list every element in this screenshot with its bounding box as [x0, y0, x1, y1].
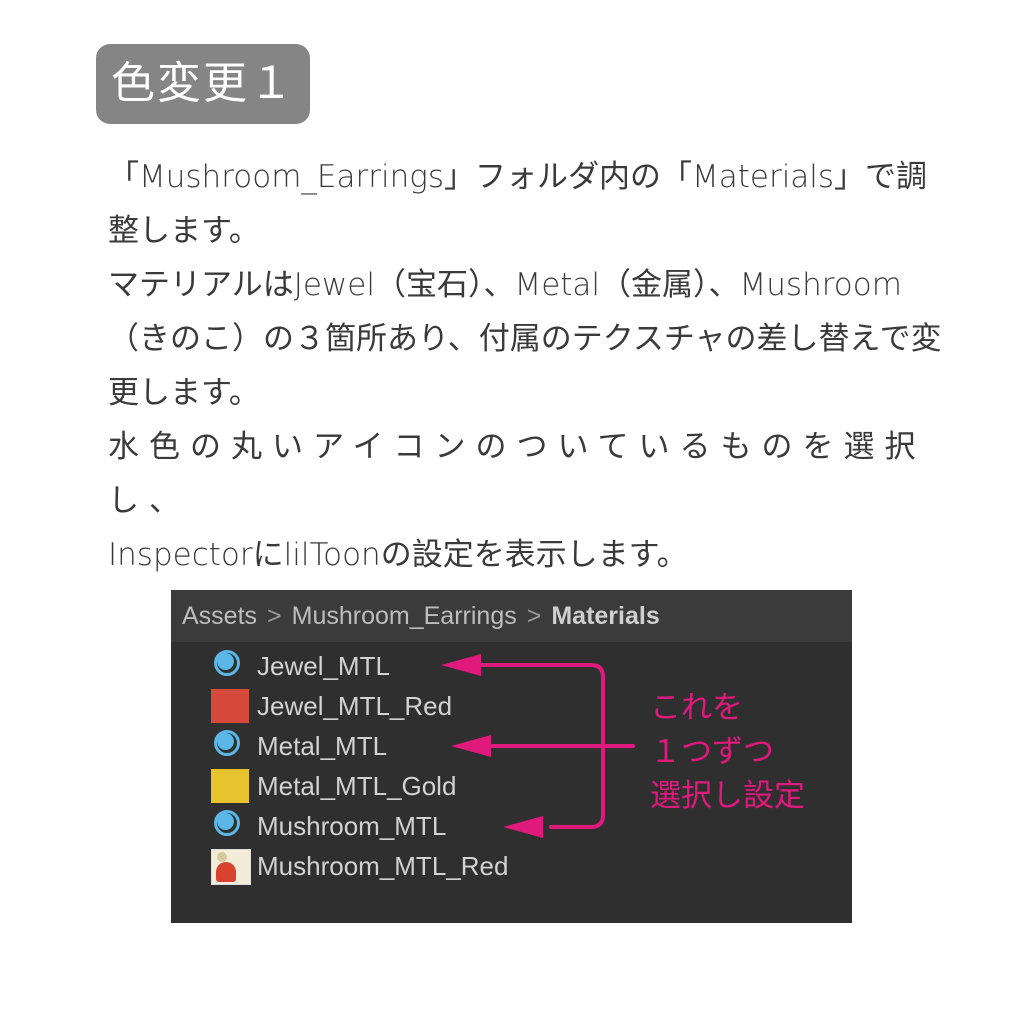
breadcrumb-mushroom-earrings[interactable]: Mushroom_Earrings	[291, 601, 517, 630]
asset-name: Jewel_MTL	[257, 650, 390, 681]
breadcrumb: Assets > Mushroom_Earrings > Materials	[171, 590, 852, 642]
asset-item-mushroom-mtl-red[interactable]: Mushroom_MTL_Red	[211, 846, 508, 886]
section-heading-badge: 色変更１	[96, 44, 310, 124]
asset-item-jewel-mtl[interactable]: Jewel_MTL	[211, 646, 508, 686]
annotation-line-2: １つずつ	[650, 734, 774, 770]
annotation-text: これを １つずつ 選択し設定	[650, 686, 805, 818]
asset-name: Mushroom_MTL	[257, 810, 447, 841]
chevron-right-icon: >	[526, 601, 542, 630]
paragraph-1: 「Mushroom_Earrings」フォルダ内の「Materials」で調整し…	[108, 159, 928, 249]
material-icon	[211, 649, 249, 683]
asset-item-jewel-mtl-red[interactable]: Jewel_MTL_Red	[211, 686, 508, 726]
breadcrumb-materials[interactable]: Materials	[551, 601, 660, 630]
color-swatch-icon	[211, 769, 249, 803]
instruction-text: 「Mushroom_Earrings」フォルダ内の「Materials」で調整し…	[108, 150, 958, 582]
material-icon	[211, 729, 249, 763]
annotation-line-3: 選択し設定	[650, 778, 805, 814]
asset-item-metal-mtl-gold[interactable]: Metal_MTL_Gold	[211, 766, 508, 806]
paragraph-3: 水色の丸いアイコンのついているものを選択し、	[108, 429, 926, 519]
asset-item-mushroom-mtl[interactable]: Mushroom_MTL	[211, 806, 508, 846]
annotation-line-1: これを	[650, 690, 743, 726]
color-swatch-icon	[211, 689, 249, 723]
material-icon	[211, 809, 249, 843]
asset-item-metal-mtl[interactable]: Metal_MTL	[211, 726, 508, 766]
paragraph-2: マテリアルはJewel（宝石）、Metal（金属）、Mushroom（きのこ）の…	[108, 267, 942, 411]
asset-name: Mushroom_MTL_Red	[257, 850, 509, 881]
unity-project-panel-screenshot: Assets > Mushroom_Earrings > Materials J…	[171, 590, 852, 923]
asset-name: Metal_MTL	[257, 730, 388, 761]
chevron-right-icon: >	[267, 601, 282, 630]
paragraph-4: InspectorにlilToonの設定を表示します。	[108, 537, 688, 573]
asset-name: Jewel_MTL_Red	[257, 690, 453, 721]
breadcrumb-assets[interactable]: Assets	[182, 601, 258, 630]
texture-thumbnail-icon	[211, 849, 251, 885]
asset-list: Jewel_MTL Jewel_MTL_Red Metal_MTL Metal_…	[211, 646, 508, 886]
annotation-arrows	[441, 654, 635, 838]
asset-name: Metal_MTL_Gold	[257, 770, 457, 801]
